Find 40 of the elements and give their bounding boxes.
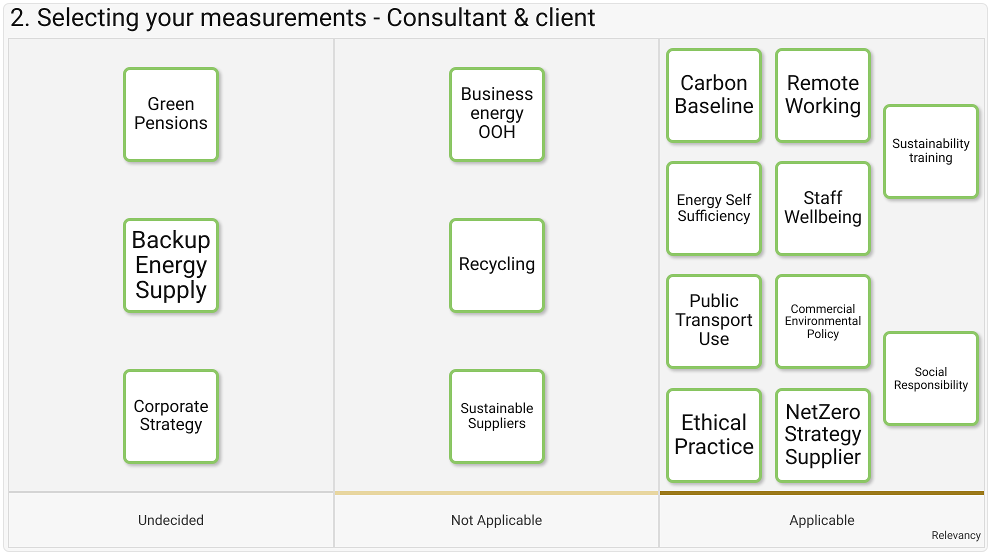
measurement-card (666, 161, 762, 256)
measurement-card (449, 218, 545, 313)
card-text: Sustainable Suppliers (460, 402, 534, 432)
measurement-card (666, 48, 762, 143)
card-text: Ethical Practice (672, 412, 756, 459)
axis-note: Relevancy (932, 528, 981, 544)
measurement-card (123, 369, 219, 464)
card-text: Sustainability training (891, 138, 971, 166)
card-text: Corporate Strategy (132, 398, 210, 434)
measurement-card (123, 67, 219, 162)
column-label: Applicable (788, 512, 856, 531)
column-label: Undecided (136, 512, 206, 531)
measurement-card (775, 274, 871, 369)
title: 2. Selecting your measurements - Consultant & client (10, 4, 596, 34)
card-text: Green Pensions (133, 96, 209, 134)
measurement-card (449, 369, 545, 464)
column-panel (659, 38, 985, 548)
measurement-card (666, 388, 762, 483)
column-label: Not Applicable (450, 512, 544, 531)
measurement-card (123, 218, 219, 313)
card-text: Business energy OOH (460, 86, 534, 143)
card-text: Recycling (458, 256, 536, 275)
card-text: Public Transport Use (674, 293, 754, 350)
measurement-card (883, 104, 979, 199)
measurement-card (666, 274, 762, 369)
measurement-card (449, 67, 545, 162)
column-panel (334, 38, 659, 548)
measurement-card (775, 388, 871, 483)
card-text: Carbon Baseline (673, 73, 755, 118)
card-text: Staff Wellbeing (782, 190, 864, 228)
card-text: Energy Self Sufficiency (676, 192, 752, 224)
card-text: NetZero Strategy Supplier (783, 402, 863, 469)
measurement-card (883, 331, 979, 426)
card-text: Social Responsibility (892, 366, 970, 392)
card-text: Commercial Environmental Policy (784, 302, 862, 340)
card-text: Backup Energy Supply (130, 228, 212, 304)
measurement-card (775, 48, 871, 143)
column-panel (8, 38, 334, 548)
card-text: Remote Working (784, 73, 862, 118)
measurement-card (775, 161, 871, 256)
